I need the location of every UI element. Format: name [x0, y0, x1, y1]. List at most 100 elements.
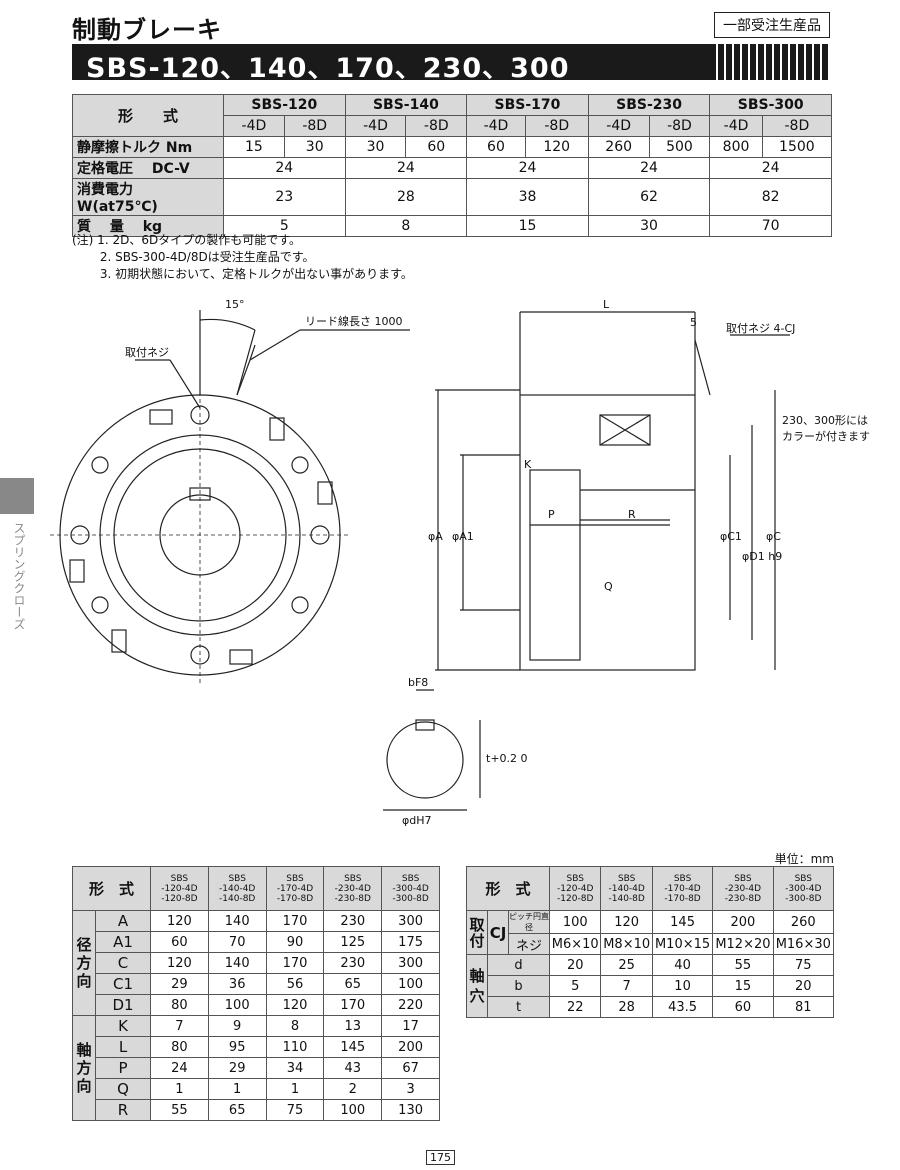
phiC-label: φC	[766, 530, 781, 543]
dim-cell: 100	[381, 973, 440, 995]
side-housing	[519, 394, 696, 671]
screw-cell: M8×10	[600, 933, 653, 955]
dim-cell: 140	[207, 952, 267, 974]
shaft-cell: 20	[772, 975, 835, 997]
lead-wire-label: リード線長さ 1000	[305, 314, 403, 328]
shaft-key: d	[487, 954, 550, 976]
mnt-model: SBS-140-4D-140-8D	[600, 866, 653, 911]
shaft-cell: 20	[548, 954, 602, 976]
dim-cell: 1	[265, 1078, 325, 1100]
shaft-hole-circle	[386, 721, 464, 799]
spec-cell: 120	[524, 136, 589, 158]
spec-variant: -4D	[709, 115, 763, 137]
shaft-cell: 28	[600, 996, 653, 1018]
dim-cell: 43	[323, 1057, 383, 1079]
spec-cell: 260	[587, 136, 650, 158]
dim-model: SBS-300-4D-300-8D	[381, 866, 440, 911]
dim-key: K	[95, 1015, 151, 1037]
dim-cell: 60	[150, 931, 209, 953]
spec-cell: 8	[344, 215, 468, 237]
shaft-cell: 40	[651, 954, 714, 976]
shaft-key: b	[487, 975, 550, 997]
screw-label: ネジ	[508, 933, 550, 955]
dim-cell: 3	[381, 1078, 440, 1100]
dim-cell: 300	[381, 952, 440, 974]
dim-key: C1	[95, 973, 151, 995]
spec-model: SBS-170	[466, 94, 589, 116]
model-banner: SBS-120、140、170、230、300	[72, 44, 830, 84]
spec-model: SBS-120	[223, 94, 346, 116]
dim-cell: 80	[150, 1036, 209, 1058]
spec-model: SBS-140	[344, 94, 468, 116]
dim-key: R	[95, 1099, 151, 1121]
side-tab-marker	[0, 478, 34, 514]
spec-cell: 30	[283, 136, 346, 158]
spec-variant: -4D	[587, 115, 650, 137]
spec-cell: 60	[466, 136, 526, 158]
shaft-cell: 75	[772, 954, 835, 976]
shaft-key: t	[487, 996, 550, 1018]
dim-cell: 29	[150, 973, 209, 995]
spec-cell: 70	[709, 215, 832, 237]
spec-row-label: 質 量 kg	[72, 215, 224, 237]
spec-row-label: 定格電圧 DC-V	[72, 157, 224, 179]
spec-cell: 30	[344, 136, 407, 158]
collar-note-2: カラーが付きます	[782, 429, 870, 443]
unit-label: 単位：mm	[774, 852, 834, 866]
dim-cell: 55	[150, 1099, 209, 1121]
Q-label: Q	[604, 580, 613, 593]
spec-variant: -8D	[283, 115, 346, 137]
shaft-cell: 60	[712, 996, 774, 1018]
dim-group: 軸方向	[72, 1015, 96, 1121]
spec-variant: -8D	[648, 115, 711, 137]
dim-cell: 110	[265, 1036, 325, 1058]
phiC1-label: φC1	[720, 530, 742, 543]
dim-model: SBS-230-4D-230-8D	[323, 866, 383, 911]
dim-col-label: 形 式	[72, 866, 151, 911]
mnt-model: SBS-300-4D-300-8D	[772, 866, 835, 911]
phiD1-label: φD1 h9	[742, 550, 782, 563]
dim-cell: 130	[381, 1099, 440, 1121]
shaft-cell: 5	[548, 975, 602, 997]
spec-cell: 28	[344, 178, 468, 216]
dim-cell: 140	[207, 910, 267, 932]
dim-cell: 300	[381, 910, 440, 932]
spec-cell: 1500	[761, 136, 833, 158]
dim-cell: 100	[207, 994, 267, 1016]
side-tab-label: スプリングクローズ	[12, 522, 26, 630]
dim-cell: 170	[265, 910, 325, 932]
spec-variant: -4D	[466, 115, 526, 137]
spec-cell: 800	[709, 136, 763, 158]
dim-key: C	[95, 952, 151, 974]
spec-variant: -8D	[405, 115, 468, 137]
shaft-cell: 81	[772, 996, 835, 1018]
dim-cell: 175	[381, 931, 440, 953]
mnt-model: SBS-120-4D-120-8D	[548, 866, 602, 911]
dim-model: SBS-120-4D-120-8D	[150, 866, 209, 911]
spec-variant: -8D	[524, 115, 589, 137]
spec-cell: 60	[405, 136, 468, 158]
five-label: 5	[690, 316, 697, 329]
spec-cell: 30	[587, 215, 711, 237]
dim-cell: 2	[323, 1078, 383, 1100]
model-banner-text: SBS-120、140、170、230、300	[86, 53, 570, 84]
dim-key: Q	[95, 1078, 151, 1100]
dim-key: P	[95, 1057, 151, 1079]
dim-cell: 13	[323, 1015, 383, 1037]
dim-cell: 24	[150, 1057, 209, 1079]
dim-cell: 200	[381, 1036, 440, 1058]
phid-label: φdH7	[402, 814, 432, 827]
dim-cell: 100	[323, 1099, 383, 1121]
dim-model: SBS-170-4D-170-8D	[265, 866, 325, 911]
mnt-model: SBS-230-4D-230-8D	[712, 866, 774, 911]
spec-variant: -8D	[761, 115, 833, 137]
shaft-cell: 10	[651, 975, 714, 997]
spec-cell: 24	[466, 157, 589, 179]
K-label: K	[524, 458, 532, 471]
L-label: L	[603, 298, 610, 311]
note-line: (注) 1. 2D、6Dタイプの製作も可能です。	[72, 233, 301, 247]
dim-cell: 125	[323, 931, 383, 953]
spec-cell: 15	[466, 215, 589, 237]
mnt-col-label: 形 式	[466, 866, 550, 911]
dim-cell: 75	[265, 1099, 325, 1121]
